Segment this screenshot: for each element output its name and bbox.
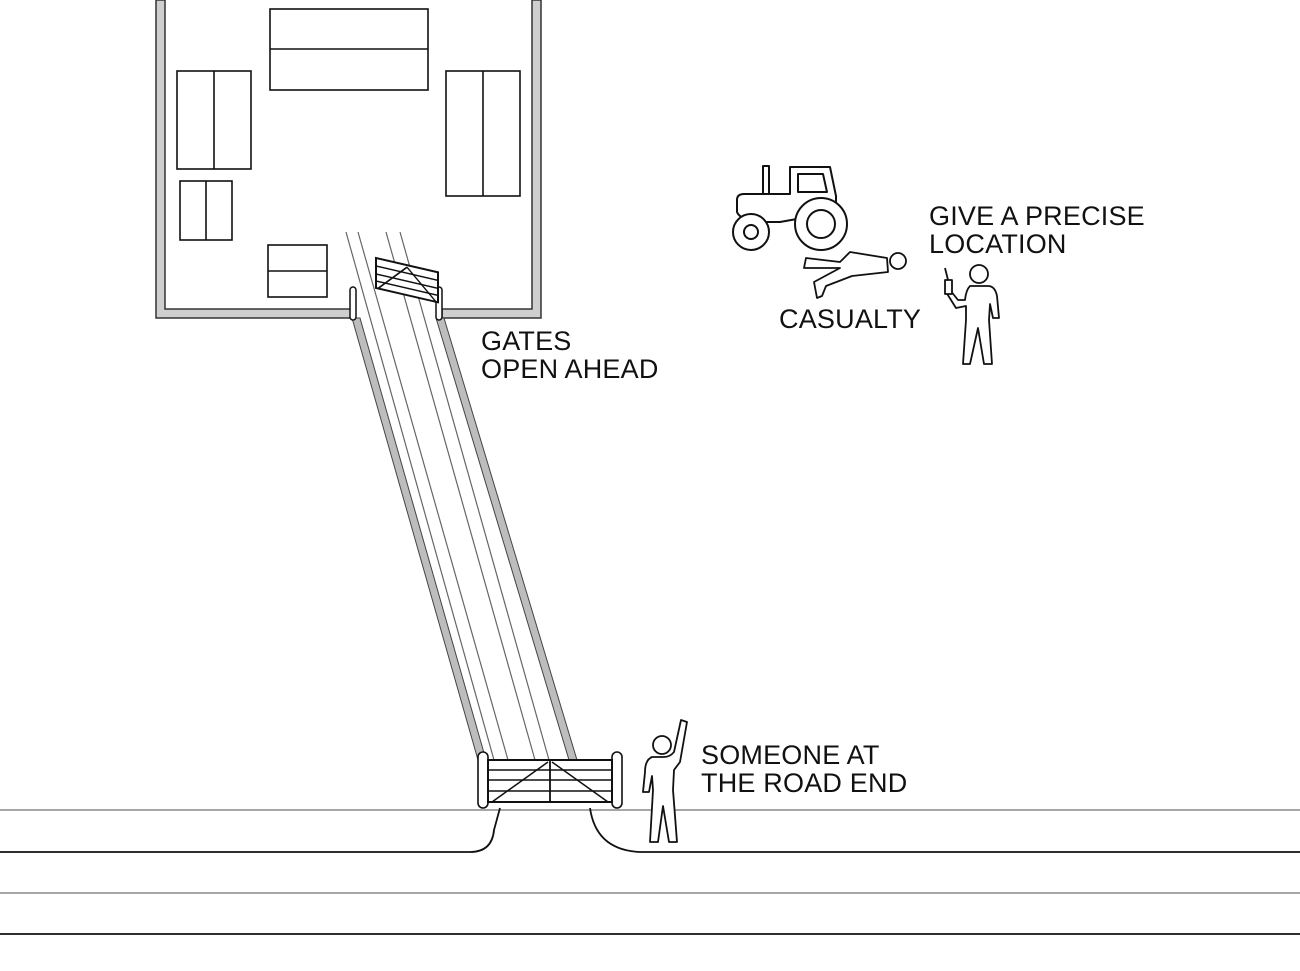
road-end-label: SOMEONE AT THE ROAD END [701, 741, 907, 797]
gate-post-left [349, 286, 357, 321]
tractor-exhaust [762, 165, 770, 195]
track-verge-left [351, 317, 487, 761]
gate-post-right [611, 751, 623, 809]
tractor-front-hub [743, 224, 759, 240]
road-end-label-line-2: THE ROAD END [701, 768, 908, 798]
location-label-line-1: GIVE A PRECISE [929, 201, 1145, 231]
gate-post-left [477, 751, 489, 809]
gate-frame [375, 256, 439, 304]
casualty-head [889, 252, 907, 270]
public-road [0, 807, 1300, 935]
track-rut [357, 231, 509, 761]
gate-brace [406, 266, 437, 303]
gates-label-line-1: GATES [481, 326, 572, 356]
road-end-label-line-1: SOMEONE AT [701, 740, 880, 770]
gate-rail [376, 265, 438, 282]
casualty-body [803, 251, 889, 299]
track-rut [345, 231, 495, 761]
gate-leaf [375, 256, 439, 304]
tractor-rear-hub [806, 209, 836, 239]
gate-brace [377, 266, 408, 290]
casualty-label: CASUALTY [779, 304, 922, 334]
tractor-icon [732, 165, 848, 251]
person-body [945, 285, 1000, 365]
person-waving-icon [642, 719, 688, 843]
person-body [642, 719, 688, 843]
track-rut [385, 231, 536, 761]
gate-rail [376, 273, 438, 290]
casualty-figure-icon [803, 251, 907, 299]
road-edge-left [0, 807, 501, 853]
track-verge-right [435, 317, 578, 761]
person-head [652, 735, 672, 755]
person-head [969, 264, 989, 284]
person-with-radio-icon [944, 264, 1000, 365]
location-label-line-2: LOCATION [929, 229, 1067, 259]
gates-label-line-2: OPEN AHEAD [481, 354, 659, 384]
tractor-cab-window [797, 173, 828, 193]
gate-brace [551, 761, 609, 803]
gates-open-ahead-label: GATES OPEN AHEAD [481, 327, 659, 383]
road-edge-right [589, 807, 1300, 853]
track-rut [399, 231, 550, 761]
radio-handset [944, 279, 953, 295]
farm-gate-upper [349, 256, 443, 321]
farmyard [155, 0, 542, 319]
gate-rail [376, 280, 438, 297]
precise-location-label: GIVE A PRECISE LOCATION [929, 202, 1145, 258]
radio-antenna [944, 267, 949, 281]
farm-gate-road-end [477, 751, 623, 809]
gate-brace [491, 761, 549, 803]
